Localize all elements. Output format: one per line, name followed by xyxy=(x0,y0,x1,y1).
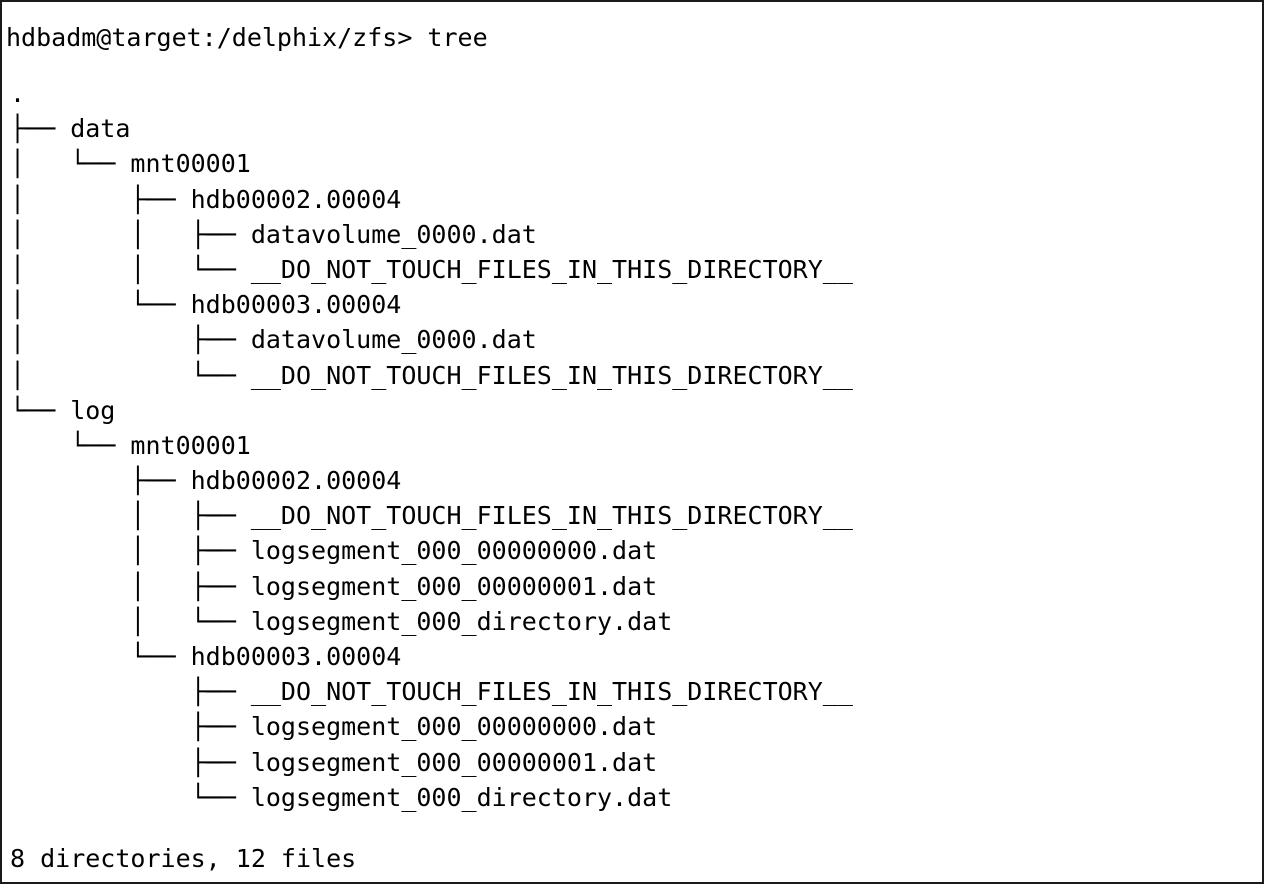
tree-line-root: . xyxy=(10,79,26,108)
tree-line-log-hdb3-segdir: └── logsegment_000_directory.dat xyxy=(10,782,673,812)
tree-line-log-hdb2-donottouch: │ ├── __DO_NOT_TOUCH_FILES_IN_THIS_DIREC… xyxy=(10,501,853,531)
tree-line-log-hdb3: └── hdb00003.00004 xyxy=(10,642,402,671)
tree-line-log-hdb2: ├── hdb00002.00004 xyxy=(10,466,402,496)
tree-line-data: ├── data xyxy=(10,114,131,144)
tree-line-log-hdb2-segdir: │ └── logsegment_000_directory.dat xyxy=(10,606,673,636)
tree-line-data-hdb3: │ └── hdb00003.00004 xyxy=(10,290,402,320)
tree-line-log-hdb3-donottouch: ├── __DO_NOT_TOUCH_FILES_IN_THIS_DIRECTO… xyxy=(10,677,853,707)
tree-line-data-hdb2: │ ├── hdb00002.00004 xyxy=(10,184,402,214)
tree-line-log-hdb3-seg0: ├── logsegment_000_00000000.dat xyxy=(10,712,658,742)
tree-summary-line: 8 directories, 12 files xyxy=(10,844,357,873)
terminal-screen[interactable]: hdbadm@target:/delphix/zfs> tree . ├── d… xyxy=(6,18,1260,880)
tree-output: . ├── data │ └── mnt00001 │ ├── hdb00002… xyxy=(10,76,853,815)
tree-line-log-hdb2-seg1: │ ├── logsegment_000_00000001.dat xyxy=(10,571,658,601)
shell-prompt-line: hdbadm@target:/delphix/zfs> tree xyxy=(6,18,1260,60)
prompt-command-text: hdbadm@target:/delphix/zfs> tree xyxy=(6,23,488,52)
tree-line-log: └── log xyxy=(10,395,116,425)
tree-line-data-mnt: │ └── mnt00001 xyxy=(10,149,251,179)
tree-line-data-hdb3-datavolume: │ ├── datavolume_0000.dat xyxy=(10,325,537,355)
tree-line-log-mnt: └── mnt00001 xyxy=(10,430,251,460)
tree-line-log-hdb3-seg1: ├── logsegment_000_00000001.dat xyxy=(10,747,658,777)
tree-line-data-hdb3-donottouch: │ └── __DO_NOT_TOUCH_FILES_IN_THIS_DIREC… xyxy=(10,360,853,390)
tree-line-log-hdb2-seg0: │ ├── logsegment_000_00000000.dat xyxy=(10,536,658,566)
tree-line-data-hdb2-datavolume: │ │ ├── datavolume_0000.dat xyxy=(10,219,537,249)
tree-line-data-hdb2-donottouch: │ │ └── __DO_NOT_TOUCH_FILES_IN_THIS_DIR… xyxy=(10,254,853,284)
